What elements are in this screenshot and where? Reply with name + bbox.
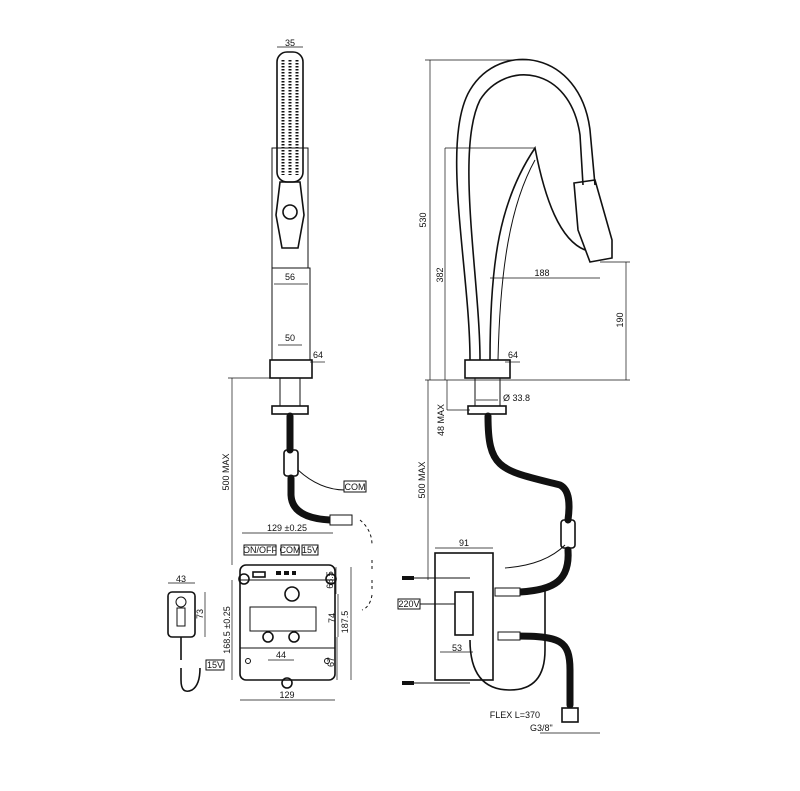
side-spray-head <box>573 179 613 263</box>
dim-total-height: 187.5 <box>340 611 350 634</box>
dim-outlet-height: 190 <box>615 312 625 327</box>
dim-sensor-width: 43 <box>176 574 186 584</box>
dim-side-box-width: 91 <box>459 538 469 548</box>
control-box-body <box>239 564 336 681</box>
dim-box-mount-width: 129 ±0.25 <box>267 523 307 533</box>
control-box: 129 ±0.25 ON/OFF COM 15V 44 129 168.5 ±0… <box>222 523 352 701</box>
dim-stem-width: 50 <box>285 333 295 343</box>
dim-side-hose-length: 500 MAX <box>417 461 427 498</box>
dim-sensor-height: 73 <box>195 609 205 619</box>
sensor-socket <box>284 586 300 602</box>
com-connector-label-box <box>343 480 367 493</box>
dim-hole-diameter: Ø 33.8 <box>503 393 530 403</box>
dim-spout-height: 382 <box>435 267 445 282</box>
on-off-label: ON/OFF <box>243 545 277 555</box>
dim-button-spacing: 44 <box>276 650 286 660</box>
side-control-box <box>434 552 494 681</box>
box-window <box>249 606 317 632</box>
thread-fitting <box>561 707 579 723</box>
power-adapter <box>454 591 474 636</box>
dim-total-height: 530 <box>418 212 428 227</box>
dim-top-offset: 68.5 <box>325 571 335 589</box>
com-label: COM <box>280 545 301 555</box>
dim-spout-reach: 188 <box>534 268 549 278</box>
dim-adapter-offset: 53 <box>452 643 462 653</box>
dim-box-width: 129 <box>279 690 294 700</box>
on-off-switch <box>252 571 266 578</box>
dim-box-mount-height: 168.5 ±0.25 <box>222 606 232 653</box>
spray-head <box>275 181 305 249</box>
com-connector-label: COM <box>345 482 366 492</box>
sensor-15v-label: 15V <box>207 660 223 670</box>
front-view-faucet: COM 35 56 50 64 500 MAX <box>221 38 373 611</box>
dim-front-hose-length: 500 MAX <box>221 453 231 490</box>
flex-label: FLEX L=370 <box>490 710 540 720</box>
side-hose-lower <box>511 632 574 709</box>
dim-deck-thickness: 48 MAX <box>436 404 446 436</box>
dim-base-width: 64 <box>313 350 323 360</box>
dim-body-width: 56 <box>285 272 295 282</box>
power-label: 220V <box>398 599 419 609</box>
spout-inner-arc <box>489 145 586 361</box>
side-base <box>464 359 511 379</box>
dim-side-base-width: 64 <box>508 350 518 360</box>
dim-bottom-height: 67 <box>326 657 336 667</box>
side-hose-upper <box>484 412 573 524</box>
hose-connector <box>283 449 299 477</box>
sensor-unit: 43 73 15V <box>167 574 225 693</box>
15v-label: 15V <box>302 545 318 555</box>
side-view-faucet: FLEX L=370 G3/8" 91 53 220V 530 382 188 … <box>397 58 630 734</box>
faucet-base <box>269 359 313 379</box>
thread-label: G3/8" <box>530 723 553 733</box>
dim-handshower-width: 35 <box>285 38 295 48</box>
handshower-grip-texture <box>281 60 299 175</box>
spout-outer-arc <box>455 58 596 361</box>
sensor-body <box>167 591 196 638</box>
front-hose <box>287 474 334 524</box>
dim-middle-height: 74 <box>327 613 337 623</box>
